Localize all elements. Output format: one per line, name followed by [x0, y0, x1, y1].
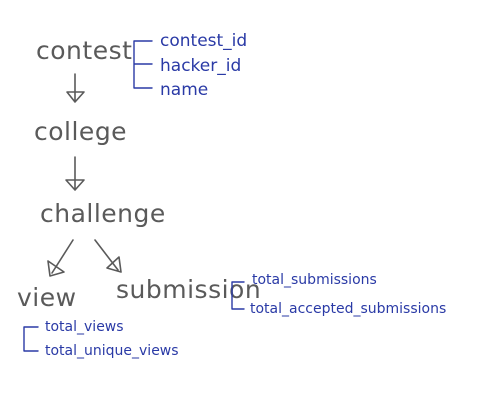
node-contest: contest	[36, 36, 132, 65]
arrow-college-to-challenge	[65, 156, 85, 191]
node-submission: submission	[116, 275, 261, 304]
field-total-accepted-submissions: total_accepted_submissions	[250, 301, 446, 317]
node-view: view	[17, 283, 77, 312]
arrow-contest-to-college	[66, 73, 85, 103]
node-college: college	[34, 117, 127, 146]
view-fields-bracket	[23, 326, 39, 352]
contest-fields-bracket	[133, 40, 153, 89]
arrow-challenge-to-view	[47, 239, 74, 277]
field-contest-id: contest_id	[160, 31, 247, 51]
node-challenge: challenge	[40, 199, 166, 228]
field-hacker-id: hacker_id	[160, 56, 241, 76]
arrow-challenge-to-submission	[94, 239, 122, 273]
field-total-submissions: total_submissions	[252, 272, 377, 288]
field-total-views: total_views	[45, 319, 124, 335]
submission-fields-bracket	[231, 281, 245, 310]
field-total-unique-views: total_unique_views	[45, 343, 179, 359]
field-name: name	[160, 80, 208, 100]
